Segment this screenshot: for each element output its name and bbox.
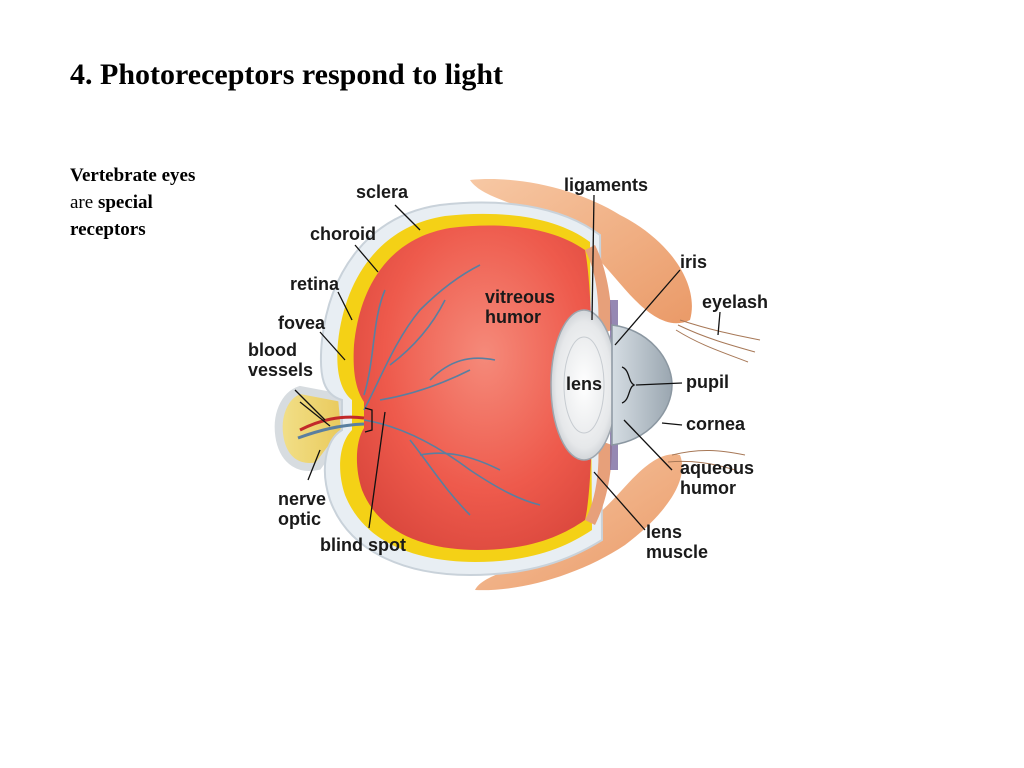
label-lens: lens xyxy=(566,374,602,394)
lower-eyelid xyxy=(475,454,683,591)
label-vitreous-humor-1: vitreous xyxy=(485,287,555,307)
label-choroid: choroid xyxy=(310,224,376,244)
upper-eyelid xyxy=(470,179,692,324)
side-note-line2-bold: special xyxy=(97,192,153,213)
label-blood-vessels-1: blood xyxy=(248,340,297,360)
label-eyelash: eyelash xyxy=(702,292,768,312)
eyelashes xyxy=(667,319,761,471)
vessel-artery xyxy=(299,415,365,432)
label-sclera: sclera xyxy=(356,182,409,202)
label-retina: retina xyxy=(290,274,340,294)
label-vitreous-humor-2: humor xyxy=(485,307,541,327)
slide-title: 4. Photoreceptors respond to light xyxy=(70,58,504,91)
label-lens-muscle-2: muscle xyxy=(646,542,708,562)
label-fovea: fovea xyxy=(278,313,326,333)
side-note-line1: Vertebrate eyes xyxy=(70,165,196,186)
vessel-vein xyxy=(297,422,365,440)
label-blind-spot: blind spot xyxy=(320,535,406,555)
label-lens-muscle-1: lens xyxy=(646,522,682,542)
lens-ring xyxy=(563,336,605,434)
leader-lines xyxy=(294,194,721,531)
label-cornea: cornea xyxy=(686,414,746,434)
side-note-line2-plain: are xyxy=(70,192,98,213)
label-ligaments: ligaments xyxy=(564,175,648,195)
label-nerve-optic-2: optic xyxy=(278,509,321,529)
vitreous-humor xyxy=(353,225,593,551)
side-note: Vertebrate eyes are special receptors xyxy=(70,162,240,243)
side-note-line3: receptors xyxy=(70,219,146,240)
label-iris: iris xyxy=(680,252,707,272)
blood-vessel-network xyxy=(363,264,541,516)
label-aqueous-humor-2: humor xyxy=(680,478,736,498)
ciliary-body-lower xyxy=(585,440,612,525)
label-blood-vessels-2: vessels xyxy=(248,360,313,380)
label-aqueous-humor-1: aqueous xyxy=(680,458,754,478)
label-pupil: pupil xyxy=(686,372,729,392)
label-nerve-optic-1: nerve xyxy=(278,489,326,509)
ciliary-body-upper xyxy=(585,245,612,335)
